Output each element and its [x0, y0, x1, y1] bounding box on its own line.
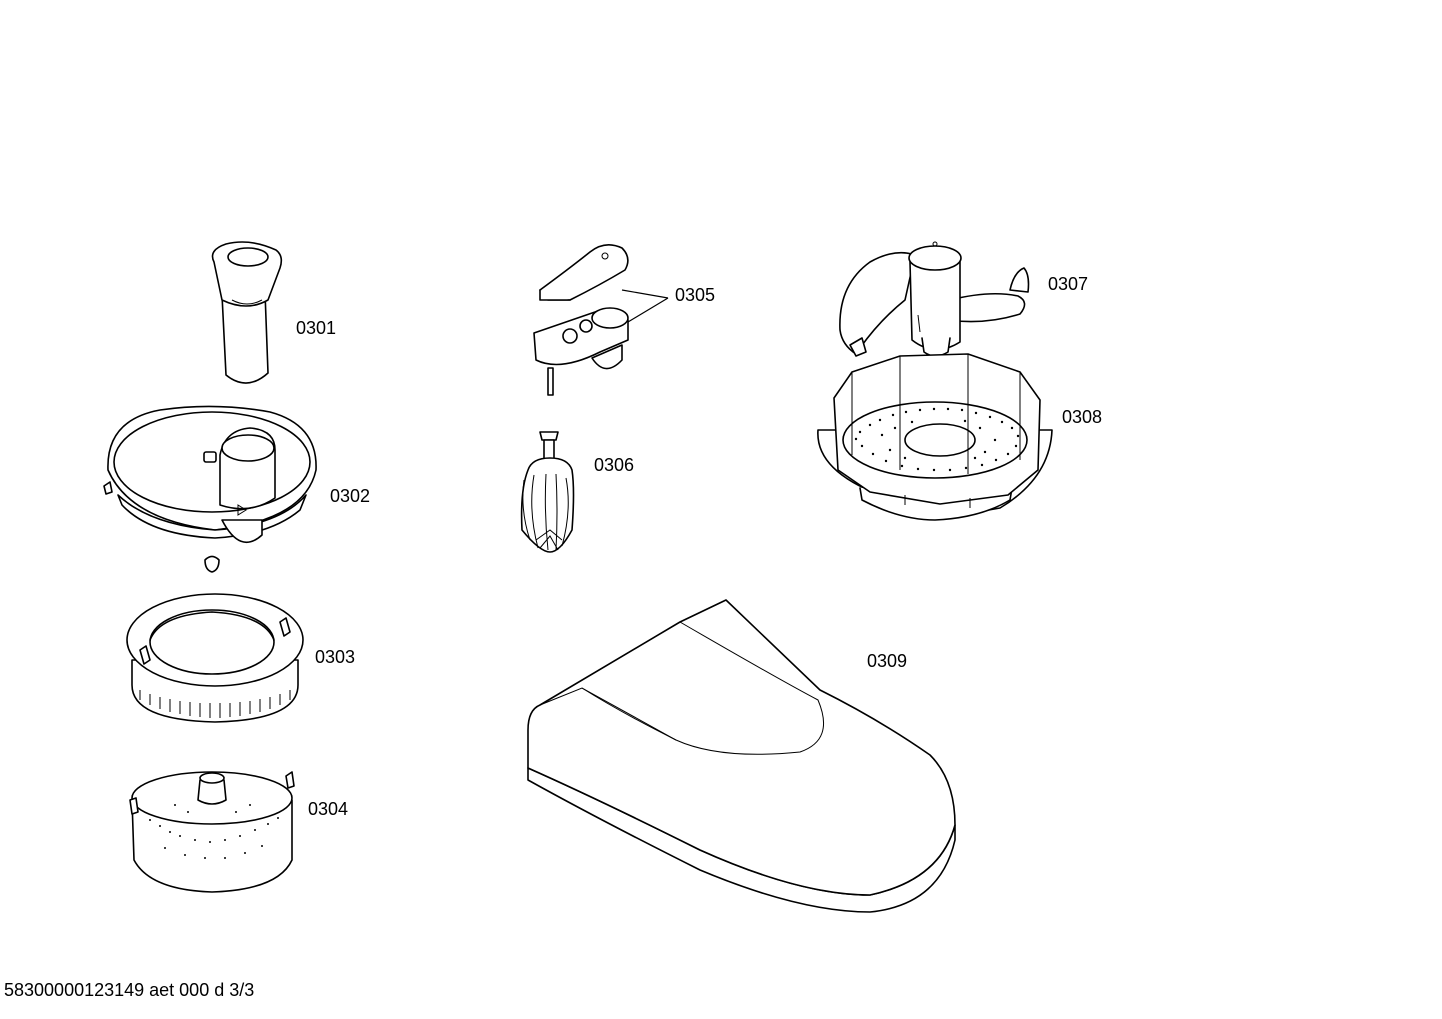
part-0306-whisk[interactable]: [520, 431, 575, 553]
label-0303: 0303: [315, 647, 355, 667]
part-0305-gear-housing[interactable]: [533, 244, 669, 396]
part-0309-cover[interactable]: [527, 599, 956, 913]
part-0304-juicer-cone[interactable]: [129, 771, 295, 893]
label-0307: 0307: [1048, 274, 1088, 294]
label-0309: 0309: [867, 651, 907, 671]
part-0308-filter-basket[interactable]: [817, 353, 1053, 521]
label-0304: 0304: [308, 799, 348, 819]
drawing-reference-number: 58300000123149 aet 000 d 3/3: [4, 980, 255, 1000]
part-0302-lid[interactable]: [103, 405, 317, 573]
label-0306: 0306: [594, 455, 634, 475]
part-0303-ring[interactable]: [126, 593, 304, 723]
label-0302: 0302: [330, 486, 370, 506]
label-0308: 0308: [1062, 407, 1102, 427]
label-0305: 0305: [675, 285, 715, 305]
label-0301: 0301: [296, 318, 336, 338]
part-0301-pusher[interactable]: [211, 241, 283, 384]
part-0307-blade[interactable]: [839, 241, 1030, 357]
